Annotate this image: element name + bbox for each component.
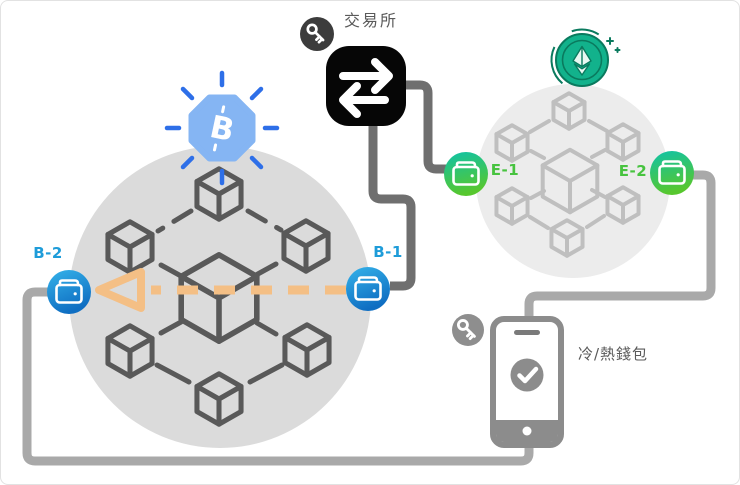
- transfer-arrow: [95, 268, 346, 312]
- bitcoin-icon: B: [164, 70, 280, 186]
- eth-diamond: [572, 45, 592, 76]
- connector-exchange-to-b1: [368, 119, 416, 291]
- wallet-e1-label: E-1: [490, 161, 520, 179]
- cold-hot-wallet-label: 冷/熱錢包: [578, 345, 649, 363]
- exchange-icon: [326, 46, 406, 126]
- phone-speaker: [514, 330, 540, 335]
- transfer-arrowhead: [95, 268, 145, 312]
- ethereum-icon: [550, 28, 621, 92]
- smartphone-icon: [490, 316, 564, 448]
- wallet-b2-label: B-2: [33, 244, 63, 262]
- bitcoin-network: [108, 169, 329, 424]
- wallet-e1-icon: [444, 152, 488, 196]
- swap-arrows-icon: [339, 58, 393, 118]
- ethereum-network: [494, 91, 641, 258]
- bitcoin-rays: [164, 70, 280, 186]
- exchange-key-icon: [300, 17, 334, 51]
- wallet-b2-icon: [47, 270, 91, 314]
- connector-e2-to-device: [524, 170, 716, 324]
- connector-exchange-to-e1: [399, 80, 448, 174]
- sparkle-icon: [606, 37, 621, 53]
- check-icon: [510, 358, 544, 392]
- wallet-b1-label: B-1: [373, 243, 403, 261]
- connector-device-to-b2: [22, 287, 534, 466]
- phone-home-button: [522, 426, 532, 436]
- wallet-b1-icon: [346, 267, 390, 311]
- wallet-e2-label: E-2: [618, 162, 648, 180]
- exchange-label: 交易所: [344, 11, 399, 30]
- device-key-icon: [452, 314, 484, 346]
- wallet-e2-icon: [650, 151, 694, 195]
